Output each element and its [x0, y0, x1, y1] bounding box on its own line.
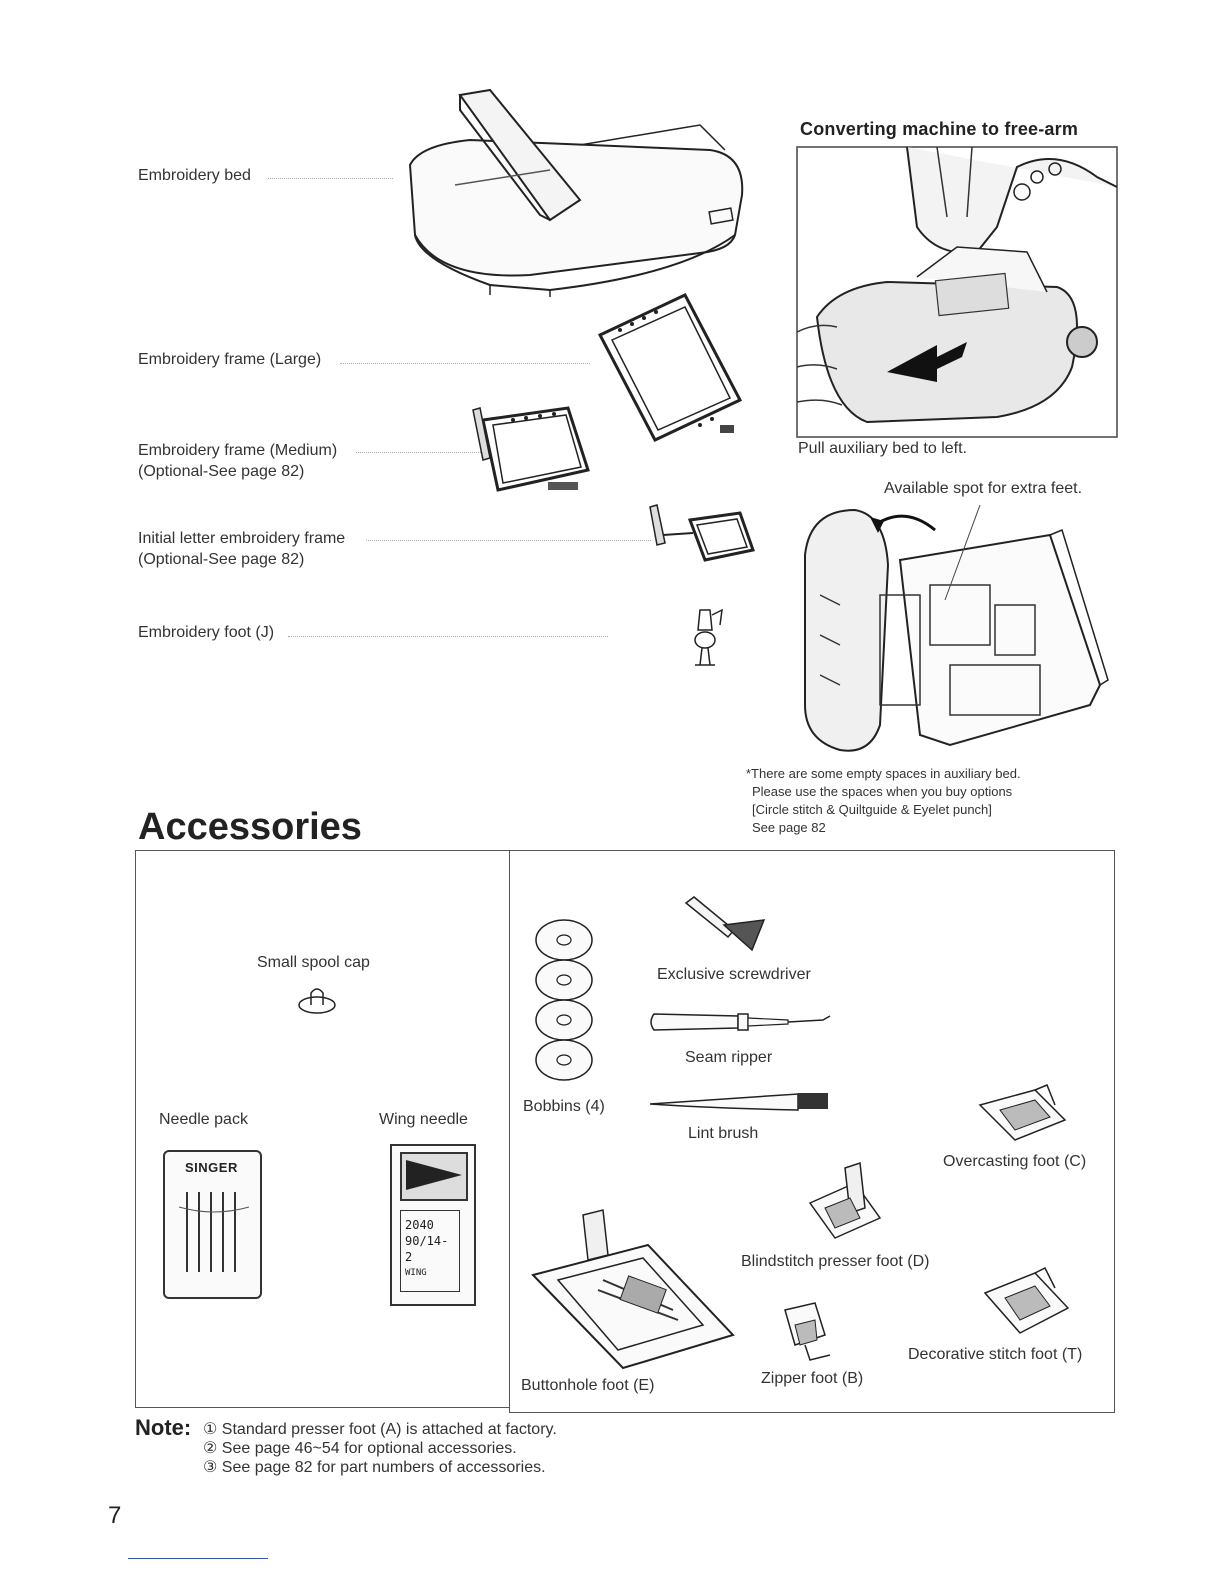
- free-arm-photo: [796, 146, 1118, 438]
- initial-frame-illustration: [649, 504, 755, 562]
- note-item-2: ② See page 46~54 for optional accessorie…: [203, 1439, 557, 1458]
- needles-icon: [178, 1192, 250, 1272]
- embroidery-bed-illustration: [408, 88, 744, 297]
- label-frame-medium-note: (Optional-See page 82): [138, 463, 305, 480]
- note-num: ③: [203, 1459, 218, 1476]
- wing-needle-code: 2040 90/14-2 WING: [400, 1210, 460, 1292]
- needle-brand: SINGER: [185, 1160, 238, 1175]
- leader-line: [356, 452, 481, 453]
- label-screwdriver: Exclusive screwdriver: [657, 966, 811, 983]
- needle-pack-illustration: SINGER: [163, 1150, 262, 1299]
- wing-needle-illustration: 2040 90/14-2 WING: [390, 1144, 476, 1306]
- note-num: ①: [203, 1421, 218, 1438]
- label-frame-medium-title: Embroidery frame (Medium): [138, 442, 338, 459]
- auxiliary-bed-illustration: [804, 504, 1109, 752]
- free-arm-title: Converting machine to free-arm: [800, 119, 1079, 139]
- label-blindstitch-foot: Blindstitch presser foot (D): [741, 1253, 930, 1270]
- leader-line: [288, 636, 608, 637]
- free-arm-caption: Pull auxiliary bed to left.: [798, 440, 967, 457]
- leader-line: [268, 178, 393, 179]
- label-overcasting-foot: Overcasting foot (C): [943, 1153, 1087, 1170]
- label-frame-medium: Embroidery frame (Medium) (Optional-See …: [138, 440, 337, 482]
- note-text: See page 82 for part numbers of accessor…: [221, 1459, 546, 1476]
- accessories-right-box: [509, 850, 1115, 1413]
- spot-label: Available spot for extra feet.: [884, 480, 1083, 497]
- label-small-spool-cap: Small spool cap: [257, 954, 370, 971]
- screwdriver-icon: [684, 896, 766, 952]
- note-item-1: ① Standard presser foot (A) is attached …: [203, 1420, 557, 1439]
- note-line-3: [Circle stitch & Quiltguide & Eyelet pun…: [752, 802, 992, 817]
- label-embroidery-foot: Embroidery foot (J): [138, 624, 275, 641]
- wing-code-1: 2040: [405, 1218, 434, 1232]
- zipper-foot-icon: [784, 1302, 831, 1361]
- label-initial-frame: Initial letter embroidery frame (Optiona…: [138, 528, 345, 570]
- wing-needle-logo: [400, 1152, 468, 1201]
- label-seam-ripper: Seam ripper: [685, 1049, 773, 1066]
- note-num: ②: [203, 1440, 218, 1457]
- bobbins-illustration: [535, 919, 593, 1081]
- note-line-4: See page 82: [752, 820, 826, 835]
- label-frame-large: Embroidery frame (Large): [138, 351, 322, 368]
- accessories-title: Accessories: [138, 806, 362, 848]
- leader-line: [366, 540, 651, 541]
- label-lint-brush: Lint brush: [688, 1125, 759, 1142]
- frame-large-illustration: [597, 293, 743, 442]
- note-line-1: *There are some empty spaces in auxiliar…: [746, 766, 1021, 781]
- buttonhole-foot-icon: [531, 1209, 735, 1370]
- label-initial-frame-note: (Optional-See page 82): [138, 551, 305, 568]
- label-needle-pack: Needle pack: [159, 1111, 248, 1128]
- embroidery-foot-illustration: [694, 608, 723, 666]
- wing-code-3: WING: [405, 1268, 427, 1278]
- decorative-foot-icon: [983, 1266, 1070, 1334]
- wing-code-2: 90/14-2: [405, 1234, 449, 1264]
- leader-line: [340, 363, 590, 364]
- label-decorative-foot: Decorative stitch foot (T): [908, 1346, 1083, 1363]
- lint-brush-icon: [649, 1093, 828, 1111]
- seam-ripper-icon: [650, 1013, 831, 1031]
- page-number: 7: [108, 1502, 122, 1529]
- note-text: Standard presser foot (A) is attached at…: [221, 1421, 557, 1438]
- label-zipper-foot: Zipper foot (B): [761, 1370, 864, 1387]
- label-wing-needle: Wing needle: [379, 1111, 468, 1128]
- label-embroidery-bed: Embroidery bed: [138, 167, 251, 184]
- blindstitch-foot-icon: [808, 1161, 882, 1239]
- note-list: ① Standard presser foot (A) is attached …: [203, 1420, 557, 1477]
- accessories-left-box: [135, 850, 510, 1408]
- label-buttonhole-foot: Buttonhole foot (E): [521, 1377, 655, 1394]
- auxiliary-bed-note: *There are some empty spaces in auxiliar…: [746, 765, 1021, 837]
- footer-rule: [128, 1558, 268, 1559]
- spool-cap-icon: [298, 988, 336, 1014]
- note-text: See page 46~54 for optional accessories.: [221, 1440, 517, 1457]
- note-item-3: ③ See page 82 for part numbers of access…: [203, 1458, 557, 1477]
- note-line-2: Please use the spaces when you buy optio…: [752, 784, 1013, 799]
- label-initial-frame-title: Initial letter embroidery frame: [138, 530, 346, 547]
- label-bobbins: Bobbins (4): [523, 1098, 605, 1115]
- overcasting-foot-icon: [978, 1084, 1067, 1141]
- frame-medium-illustration: [472, 406, 590, 492]
- note-label: Note:: [135, 1415, 192, 1440]
